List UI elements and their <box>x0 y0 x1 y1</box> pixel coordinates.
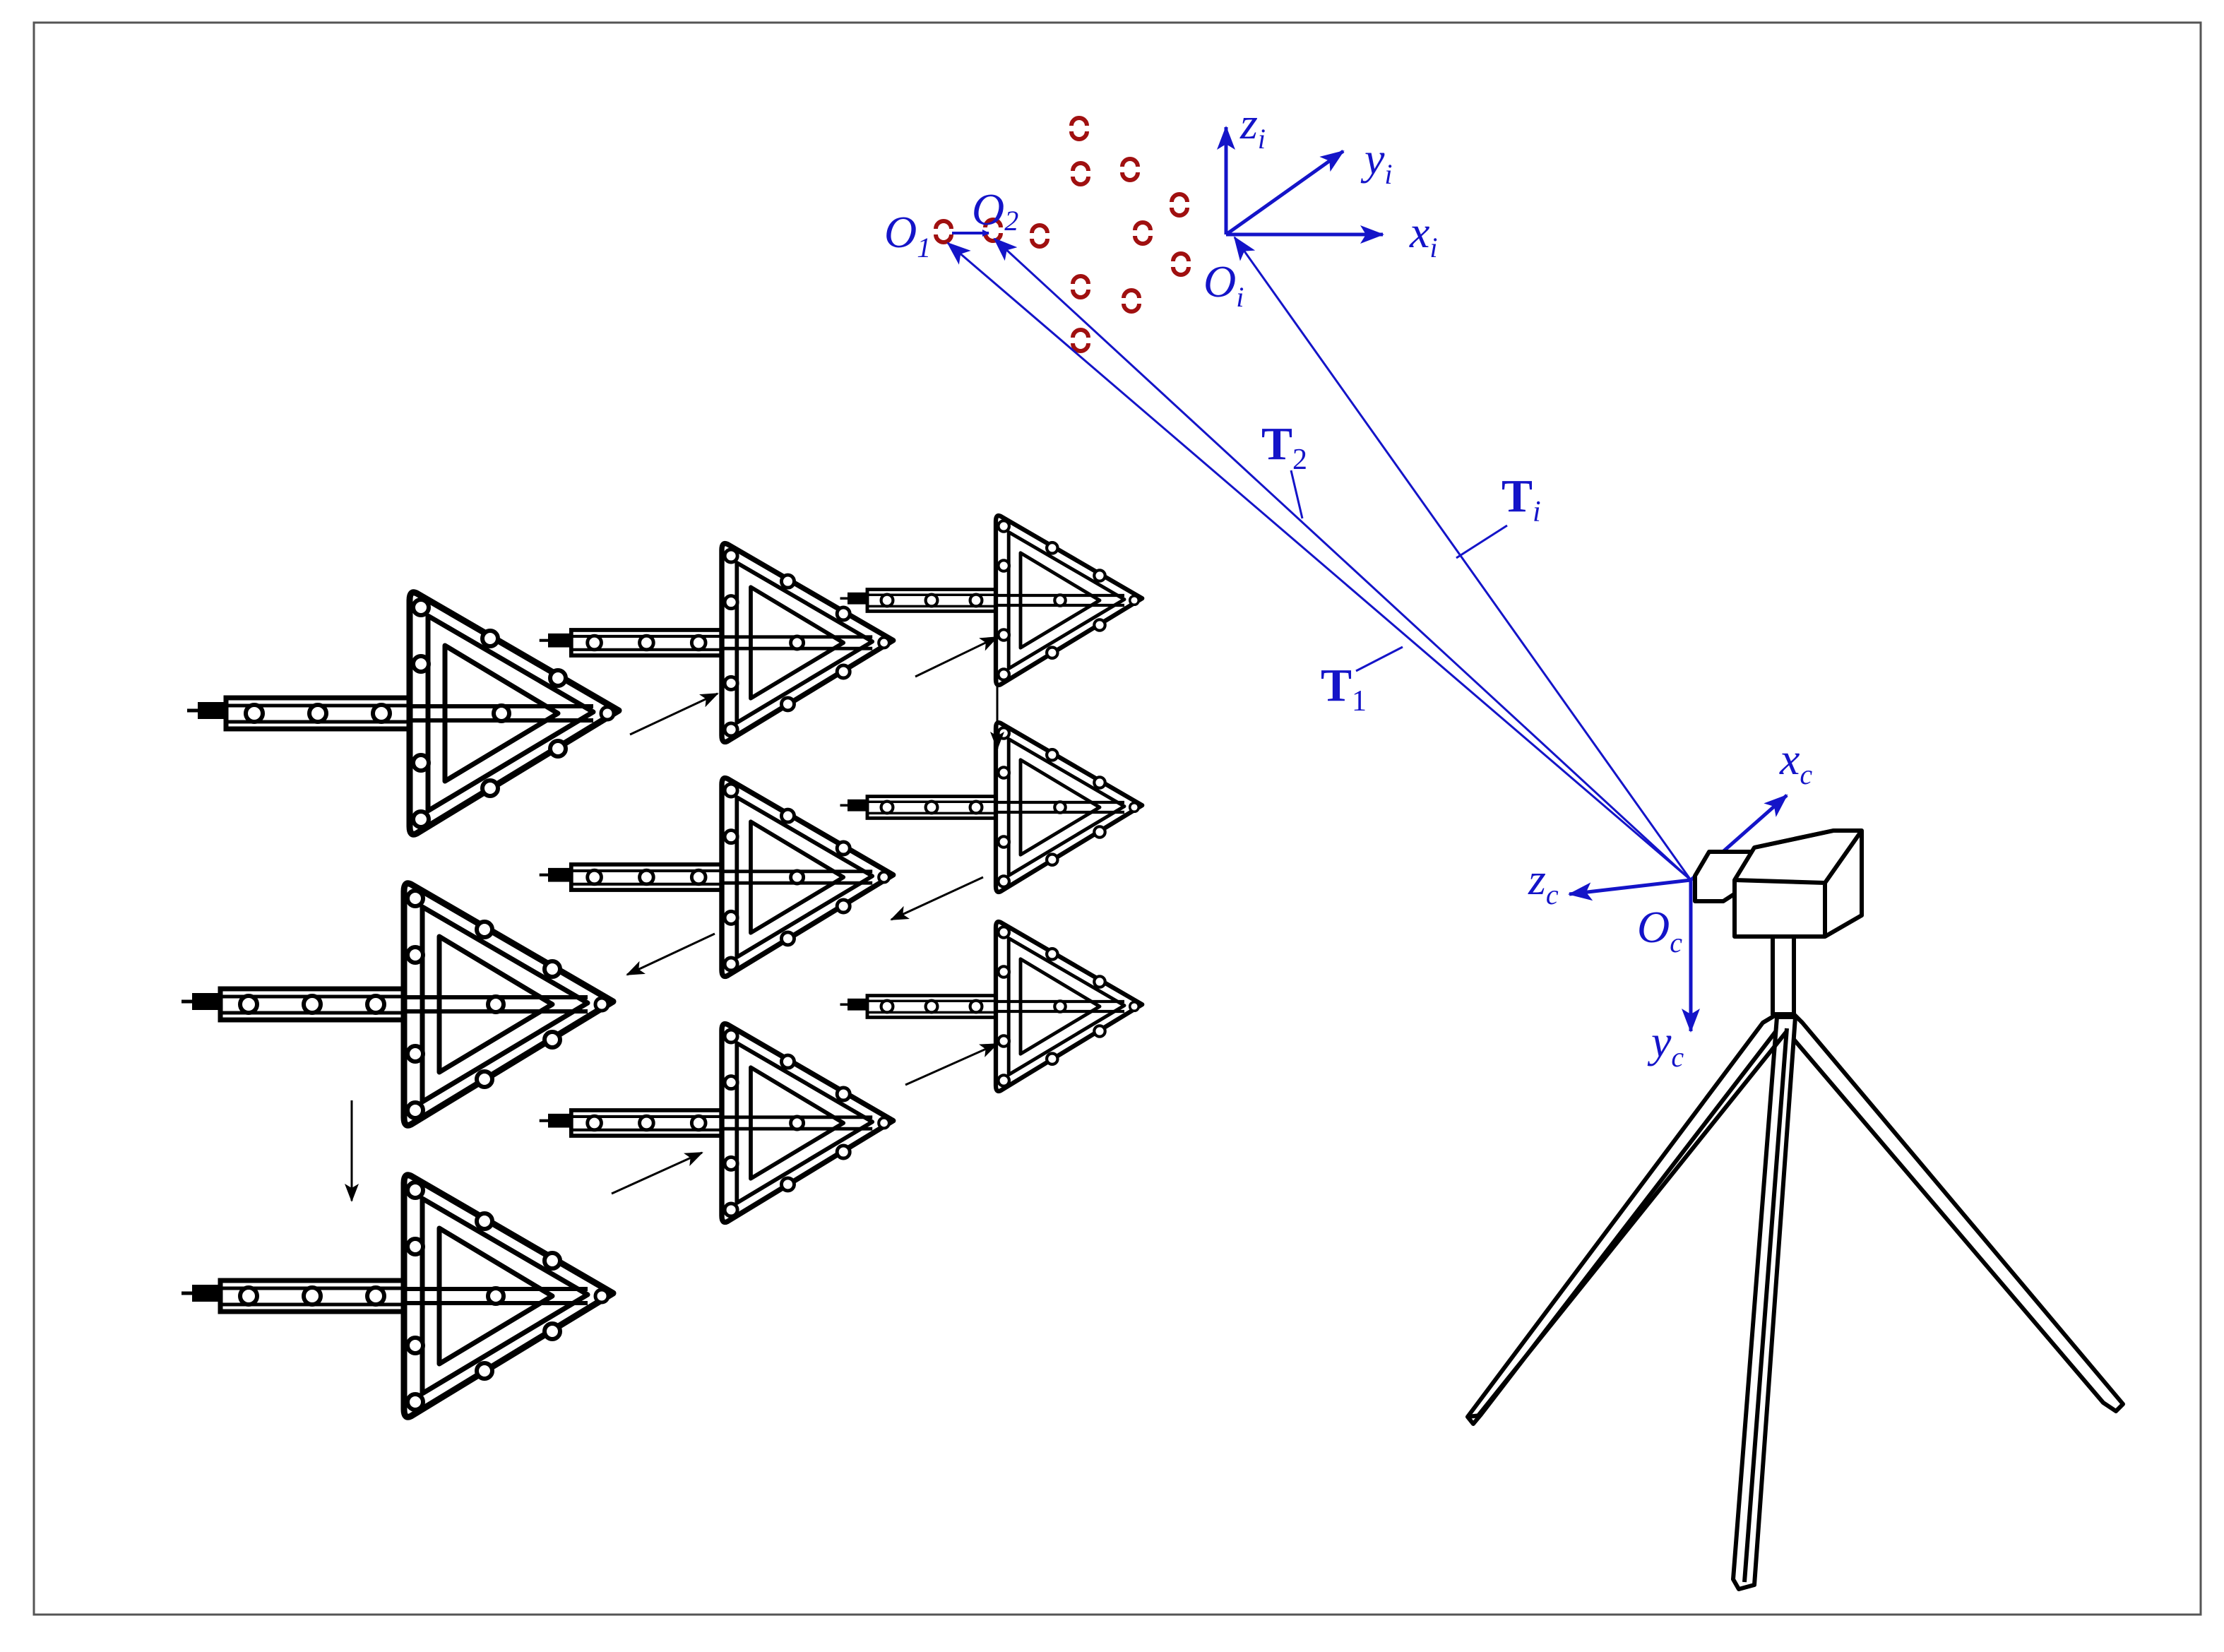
yi-axis <box>1225 149 1345 237</box>
probe-pose-1 <box>187 593 619 835</box>
t2-leader <box>1290 470 1304 519</box>
yi-label: yi <box>1360 133 1393 190</box>
xi-label: xi <box>1409 207 1438 263</box>
target-marker-icon <box>1124 290 1139 311</box>
target-marker-icon <box>936 221 951 242</box>
t1-leader <box>1355 646 1403 672</box>
motion-arrow <box>629 692 719 736</box>
yc-label: yc <box>1647 1016 1684 1073</box>
ti-line <box>1233 236 1692 881</box>
ti-label: Ti <box>1502 470 1541 528</box>
o1-label: O1 <box>884 207 931 263</box>
probe-pose-5 <box>540 778 893 977</box>
zc-label: zc <box>1528 854 1559 910</box>
target-marker-icon <box>1173 254 1189 275</box>
camera-icon <box>1693 828 1864 939</box>
t2-label: T2 <box>1261 418 1307 476</box>
zc-axis <box>1568 878 1691 901</box>
target-marker-icon <box>1073 163 1088 184</box>
motion-arrow <box>890 876 984 921</box>
figure-frame <box>32 21 2202 1616</box>
tripod-icon <box>1465 934 2125 1591</box>
probe-pose-7 <box>840 922 1143 1091</box>
motion-arrow <box>905 1042 999 1086</box>
target-frame-axes <box>1217 126 1384 244</box>
target-marker-icon <box>1172 194 1187 215</box>
o2-label: O2 <box>972 184 1018 237</box>
xc-label: xc <box>1779 734 1812 790</box>
motion-arrows <box>345 636 1004 1202</box>
probe-pose-6 <box>182 884 613 1126</box>
target-marker-icon <box>1073 276 1088 297</box>
target-marker-icon <box>1135 222 1150 244</box>
t1-line <box>946 242 1691 881</box>
transform-lines <box>946 236 1692 881</box>
probe-pose-4 <box>840 723 1143 892</box>
target-marker-icon <box>1032 225 1047 246</box>
oi-label: Oi <box>1203 256 1244 313</box>
oc-label: Oc <box>1637 902 1682 958</box>
probe-group <box>182 516 1142 1417</box>
motion-arrow <box>626 932 715 976</box>
target-marker-icon <box>1122 159 1138 180</box>
motion-arrow <box>611 1151 703 1195</box>
zi-label: zi <box>1239 98 1266 155</box>
t2-line <box>993 237 1692 881</box>
ti-leader <box>1456 524 1508 559</box>
probe-pose-9 <box>182 1175 613 1418</box>
probe-pose-8 <box>540 1024 893 1223</box>
motion-arrow <box>915 636 999 678</box>
target-marker-icon <box>1071 118 1087 139</box>
target-marker-icon <box>1073 330 1088 351</box>
t1-label: T1 <box>1321 660 1367 718</box>
probe-pose-3 <box>840 516 1143 685</box>
